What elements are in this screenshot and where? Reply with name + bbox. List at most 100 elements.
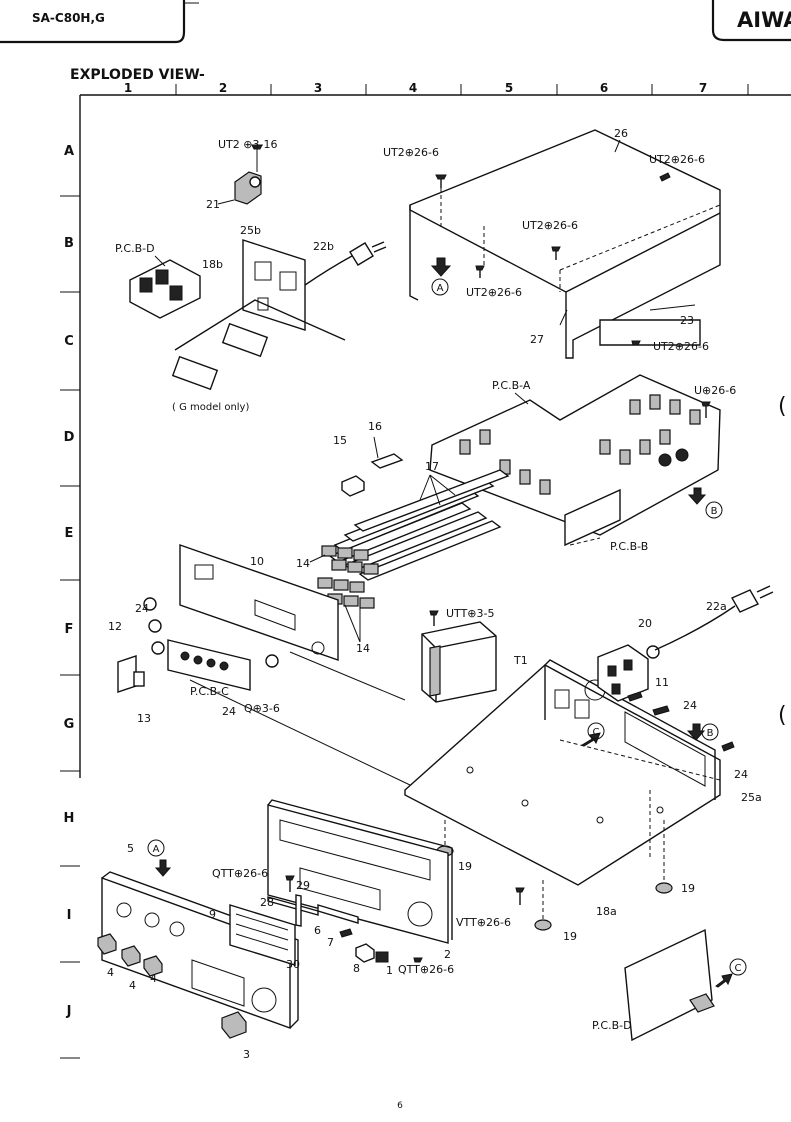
reference-b-icon xyxy=(705,501,723,519)
svg-text:QTT⊕26-6: QTT⊕26-6 xyxy=(398,963,454,976)
switch-12-13 xyxy=(117,655,145,693)
svg-text:P.C.B-D: P.C.B-D xyxy=(592,1019,632,1032)
svg-text:17: 17 xyxy=(425,460,439,473)
page-number: 6 xyxy=(397,1101,403,1111)
grid-col-1: 1 xyxy=(124,81,132,95)
svg-text:23: 23 xyxy=(680,314,694,327)
svg-text:24: 24 xyxy=(222,705,236,718)
rear-panel-g xyxy=(171,239,346,391)
svg-text:5: 5 xyxy=(127,842,134,855)
reference-b-icon xyxy=(701,723,719,741)
transformer-t1 xyxy=(421,610,497,703)
power-cord-22b xyxy=(304,241,387,286)
arrow-down-icon xyxy=(154,859,172,877)
svg-text:UT2⊕26-6: UT2⊕26-6 xyxy=(653,340,709,353)
svg-text:20: 20 xyxy=(638,617,652,630)
svg-text:1: 1 xyxy=(386,964,393,977)
svg-text:22a: 22a xyxy=(706,600,727,613)
ac-inlet-20 xyxy=(597,585,774,702)
grid-row-g: G xyxy=(64,717,75,732)
connector-bracket xyxy=(234,144,263,205)
svg-text:QTT⊕26-6: QTT⊕26-6 xyxy=(212,867,268,880)
diagram-title: EXPLODED VIEW- xyxy=(70,67,205,83)
svg-text:UT2⊕26-6: UT2⊕26-6 xyxy=(649,153,705,166)
svg-text:26: 26 xyxy=(614,127,628,140)
reference-c-icon xyxy=(729,958,747,976)
grid-col-2: 2 xyxy=(219,81,227,95)
grid-col-5: 5 xyxy=(505,81,513,95)
arrow-down-icon xyxy=(687,487,707,505)
screw-icon xyxy=(627,691,735,752)
grid-row-c: C xyxy=(64,334,74,349)
grid-row-i: I xyxy=(67,908,72,923)
svg-text:UT2 ⊕3-16: UT2 ⊕3-16 xyxy=(218,138,277,151)
svg-text:12: 12 xyxy=(108,620,122,633)
svg-text:VTT⊕26-6: VTT⊕26-6 xyxy=(456,916,511,929)
svg-text:P.C.B-D: P.C.B-D xyxy=(115,242,155,255)
svg-text:3: 3 xyxy=(243,1048,250,1061)
svg-text:19: 19 xyxy=(563,930,577,943)
knobs xyxy=(97,933,247,1039)
svg-text:Q⊕3-6: Q⊕3-6 xyxy=(244,702,280,715)
brand-tab: AIWA xyxy=(711,0,791,42)
svg-text:21: 21 xyxy=(206,198,220,211)
pcb-c-board xyxy=(143,597,279,691)
sub-chassis-10 xyxy=(179,544,339,661)
svg-text:28: 28 xyxy=(260,896,274,909)
reference-c-icon xyxy=(587,722,605,740)
arrow-down-icon xyxy=(430,257,452,277)
pcb-a-main-board xyxy=(429,374,721,547)
front-panel-5 xyxy=(101,871,299,1029)
grid-col-3: 3 xyxy=(314,81,322,95)
svg-text:C: C xyxy=(735,963,742,974)
front-frame-2 xyxy=(267,799,453,944)
reference-a-icon xyxy=(431,278,449,296)
svg-text:30: 30 xyxy=(286,958,300,971)
svg-text:P.C.B-C: P.C.B-C xyxy=(190,685,229,698)
svg-text:UT2⊕26-6: UT2⊕26-6 xyxy=(383,146,439,159)
grid-col-7: 7 xyxy=(699,81,707,95)
grid-col-6: 6 xyxy=(600,81,608,95)
grid-row-b: B xyxy=(64,236,74,251)
svg-text:P.C.B-A: P.C.B-A xyxy=(492,379,531,392)
svg-text:24: 24 xyxy=(135,602,149,615)
svg-text:A: A xyxy=(153,844,160,855)
svg-text:29: 29 xyxy=(296,879,310,892)
svg-text:24: 24 xyxy=(683,699,697,712)
svg-text:13: 13 xyxy=(137,712,151,725)
svg-text:U⊕26-6: U⊕26-6 xyxy=(694,384,736,397)
svg-text:10: 10 xyxy=(250,555,264,568)
arrow-down-icon xyxy=(686,723,706,741)
grid-row-f: F xyxy=(65,622,74,637)
svg-text:8: 8 xyxy=(353,962,360,975)
screw-icon xyxy=(515,887,525,893)
svg-text:19: 19 xyxy=(458,860,472,873)
svg-text:18b: 18b xyxy=(202,258,223,271)
svg-text:(: ( xyxy=(778,703,787,728)
arrow-left-icon xyxy=(580,732,601,747)
screw-icon xyxy=(285,875,423,963)
bottom-chassis-18a xyxy=(404,659,721,886)
grid-row-j: J xyxy=(66,1004,72,1019)
svg-text:(: ( xyxy=(778,394,787,419)
brand-name: AIWA xyxy=(737,8,791,32)
grid-row-e: E xyxy=(65,526,74,541)
svg-text:18a: 18a xyxy=(596,905,617,918)
svg-text:4: 4 xyxy=(129,979,136,992)
svg-text:15: 15 xyxy=(333,434,347,447)
button-icon xyxy=(375,951,389,963)
pcb-d-board-bottom xyxy=(624,928,715,1042)
svg-text:UT2⊕26-6: UT2⊕26-6 xyxy=(522,219,578,232)
grid-row-h: H xyxy=(64,811,75,826)
svg-text:16: 16 xyxy=(368,420,382,433)
svg-text:14: 14 xyxy=(296,557,310,570)
model-number: SA-C80H,G xyxy=(32,11,105,25)
svg-text:25b: 25b xyxy=(240,224,261,237)
svg-text:24: 24 xyxy=(734,768,748,781)
connector-15-16 xyxy=(341,436,404,497)
foot-icon xyxy=(436,820,673,931)
light-guides xyxy=(267,894,375,963)
grid-frame xyxy=(60,84,791,1059)
svg-text:B: B xyxy=(711,506,718,517)
svg-text:C: C xyxy=(593,727,600,738)
